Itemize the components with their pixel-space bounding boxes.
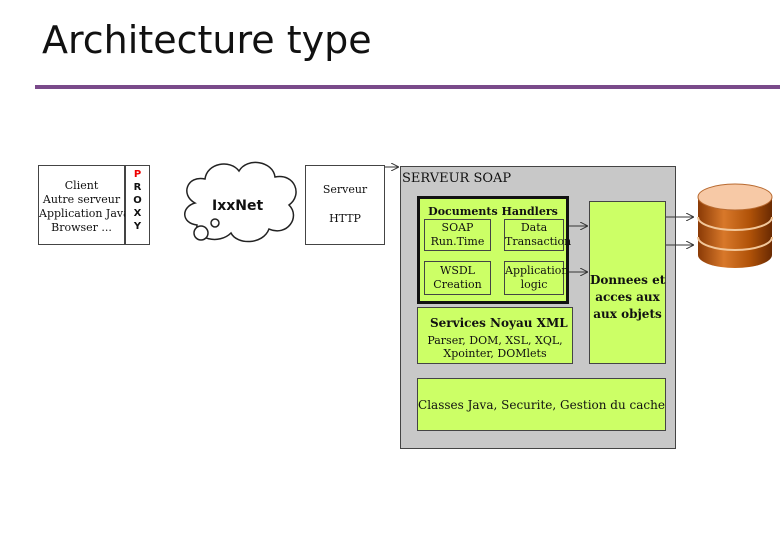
soap-label: SOAP	[441, 221, 474, 234]
soap-server-title: SERVEUR SOAP	[402, 171, 512, 186]
proxy-letter-p: P	[133, 169, 142, 180]
proxy-box: P R O X Y	[125, 165, 150, 245]
http-protocol-label: HTTP	[329, 212, 361, 225]
transaction-label: Transaction	[505, 235, 572, 248]
data-access-line3: aux objets	[593, 307, 662, 321]
proxy-letter-y: Y	[133, 221, 142, 232]
application-logic-box: Application logic	[504, 261, 569, 295]
wsdl-label: WSDL	[440, 264, 475, 277]
proxy-letter-o: O	[133, 195, 142, 206]
client-java-app: Application Java	[39, 207, 130, 220]
runtime-label: Run.Time	[430, 235, 485, 248]
application-label: Application	[505, 264, 569, 277]
http-server-box: Serveur HTTP	[305, 165, 385, 245]
logic-label: logic	[520, 278, 548, 291]
proxy-letter-x: X	[133, 208, 142, 219]
creation-label: Creation	[433, 278, 482, 291]
java-classes-box: Classes Java, Securite, Gestion du cache	[417, 378, 666, 431]
database-icon	[697, 183, 773, 268]
wsdl-creation-box: WSDL Creation	[424, 261, 491, 295]
java-classes-label: Classes Java, Securite, Gestion du cache	[418, 398, 665, 412]
documents-handlers-title: Documents Handlers	[428, 205, 558, 218]
client-browser: Browser ...	[51, 221, 112, 234]
internet-cloud-label: IxxNet	[212, 198, 264, 214]
page-title: Architecture type	[42, 18, 372, 62]
xml-services-box: Services Noyau XML Parser, DOM, XSL, XQL…	[417, 307, 573, 364]
xml-services-line1: Parser, DOM, XSL, XQL,	[427, 334, 563, 347]
proxy-letter-r: R	[133, 182, 142, 193]
data-transaction-box: Data Transaction	[504, 219, 572, 251]
client-box: Client Autre serveur Application Java Br…	[38, 165, 130, 245]
soap-runtime-box: SOAP Run.Time	[424, 219, 491, 251]
http-server-label: Serveur	[322, 183, 368, 196]
data-access-box: Donnees et acces aux aux objets	[589, 201, 666, 364]
title-divider	[35, 85, 780, 89]
internet-cloud-icon	[184, 161, 297, 243]
xml-services-title: Services Noyau XML	[430, 316, 568, 330]
data-access-line1: Donnees et	[590, 273, 666, 287]
client-other-server: Autre serveur	[42, 193, 121, 206]
xml-services-line2: Xpointer, DOMlets	[443, 347, 547, 360]
data-access-line2: acces aux	[595, 290, 660, 304]
client-label: Client	[64, 179, 99, 192]
data-label: Data	[520, 221, 548, 234]
